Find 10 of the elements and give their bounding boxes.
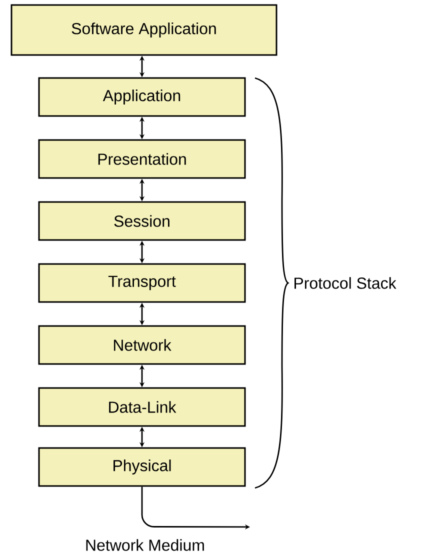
layer-box: Transport (38, 263, 246, 303)
layer-box: Session (38, 201, 246, 241)
layer-box: Network (38, 325, 246, 365)
layer-box: Physical (38, 447, 246, 487)
medium-label: Network Medium (86, 539, 204, 551)
layer-box: Application (38, 77, 246, 117)
layer-box: Software Application (10, 4, 278, 56)
brace-label: Protocol Stack (294, 277, 396, 289)
layer-box: Data-Link (38, 387, 246, 427)
layer-box: Presentation (38, 139, 246, 179)
